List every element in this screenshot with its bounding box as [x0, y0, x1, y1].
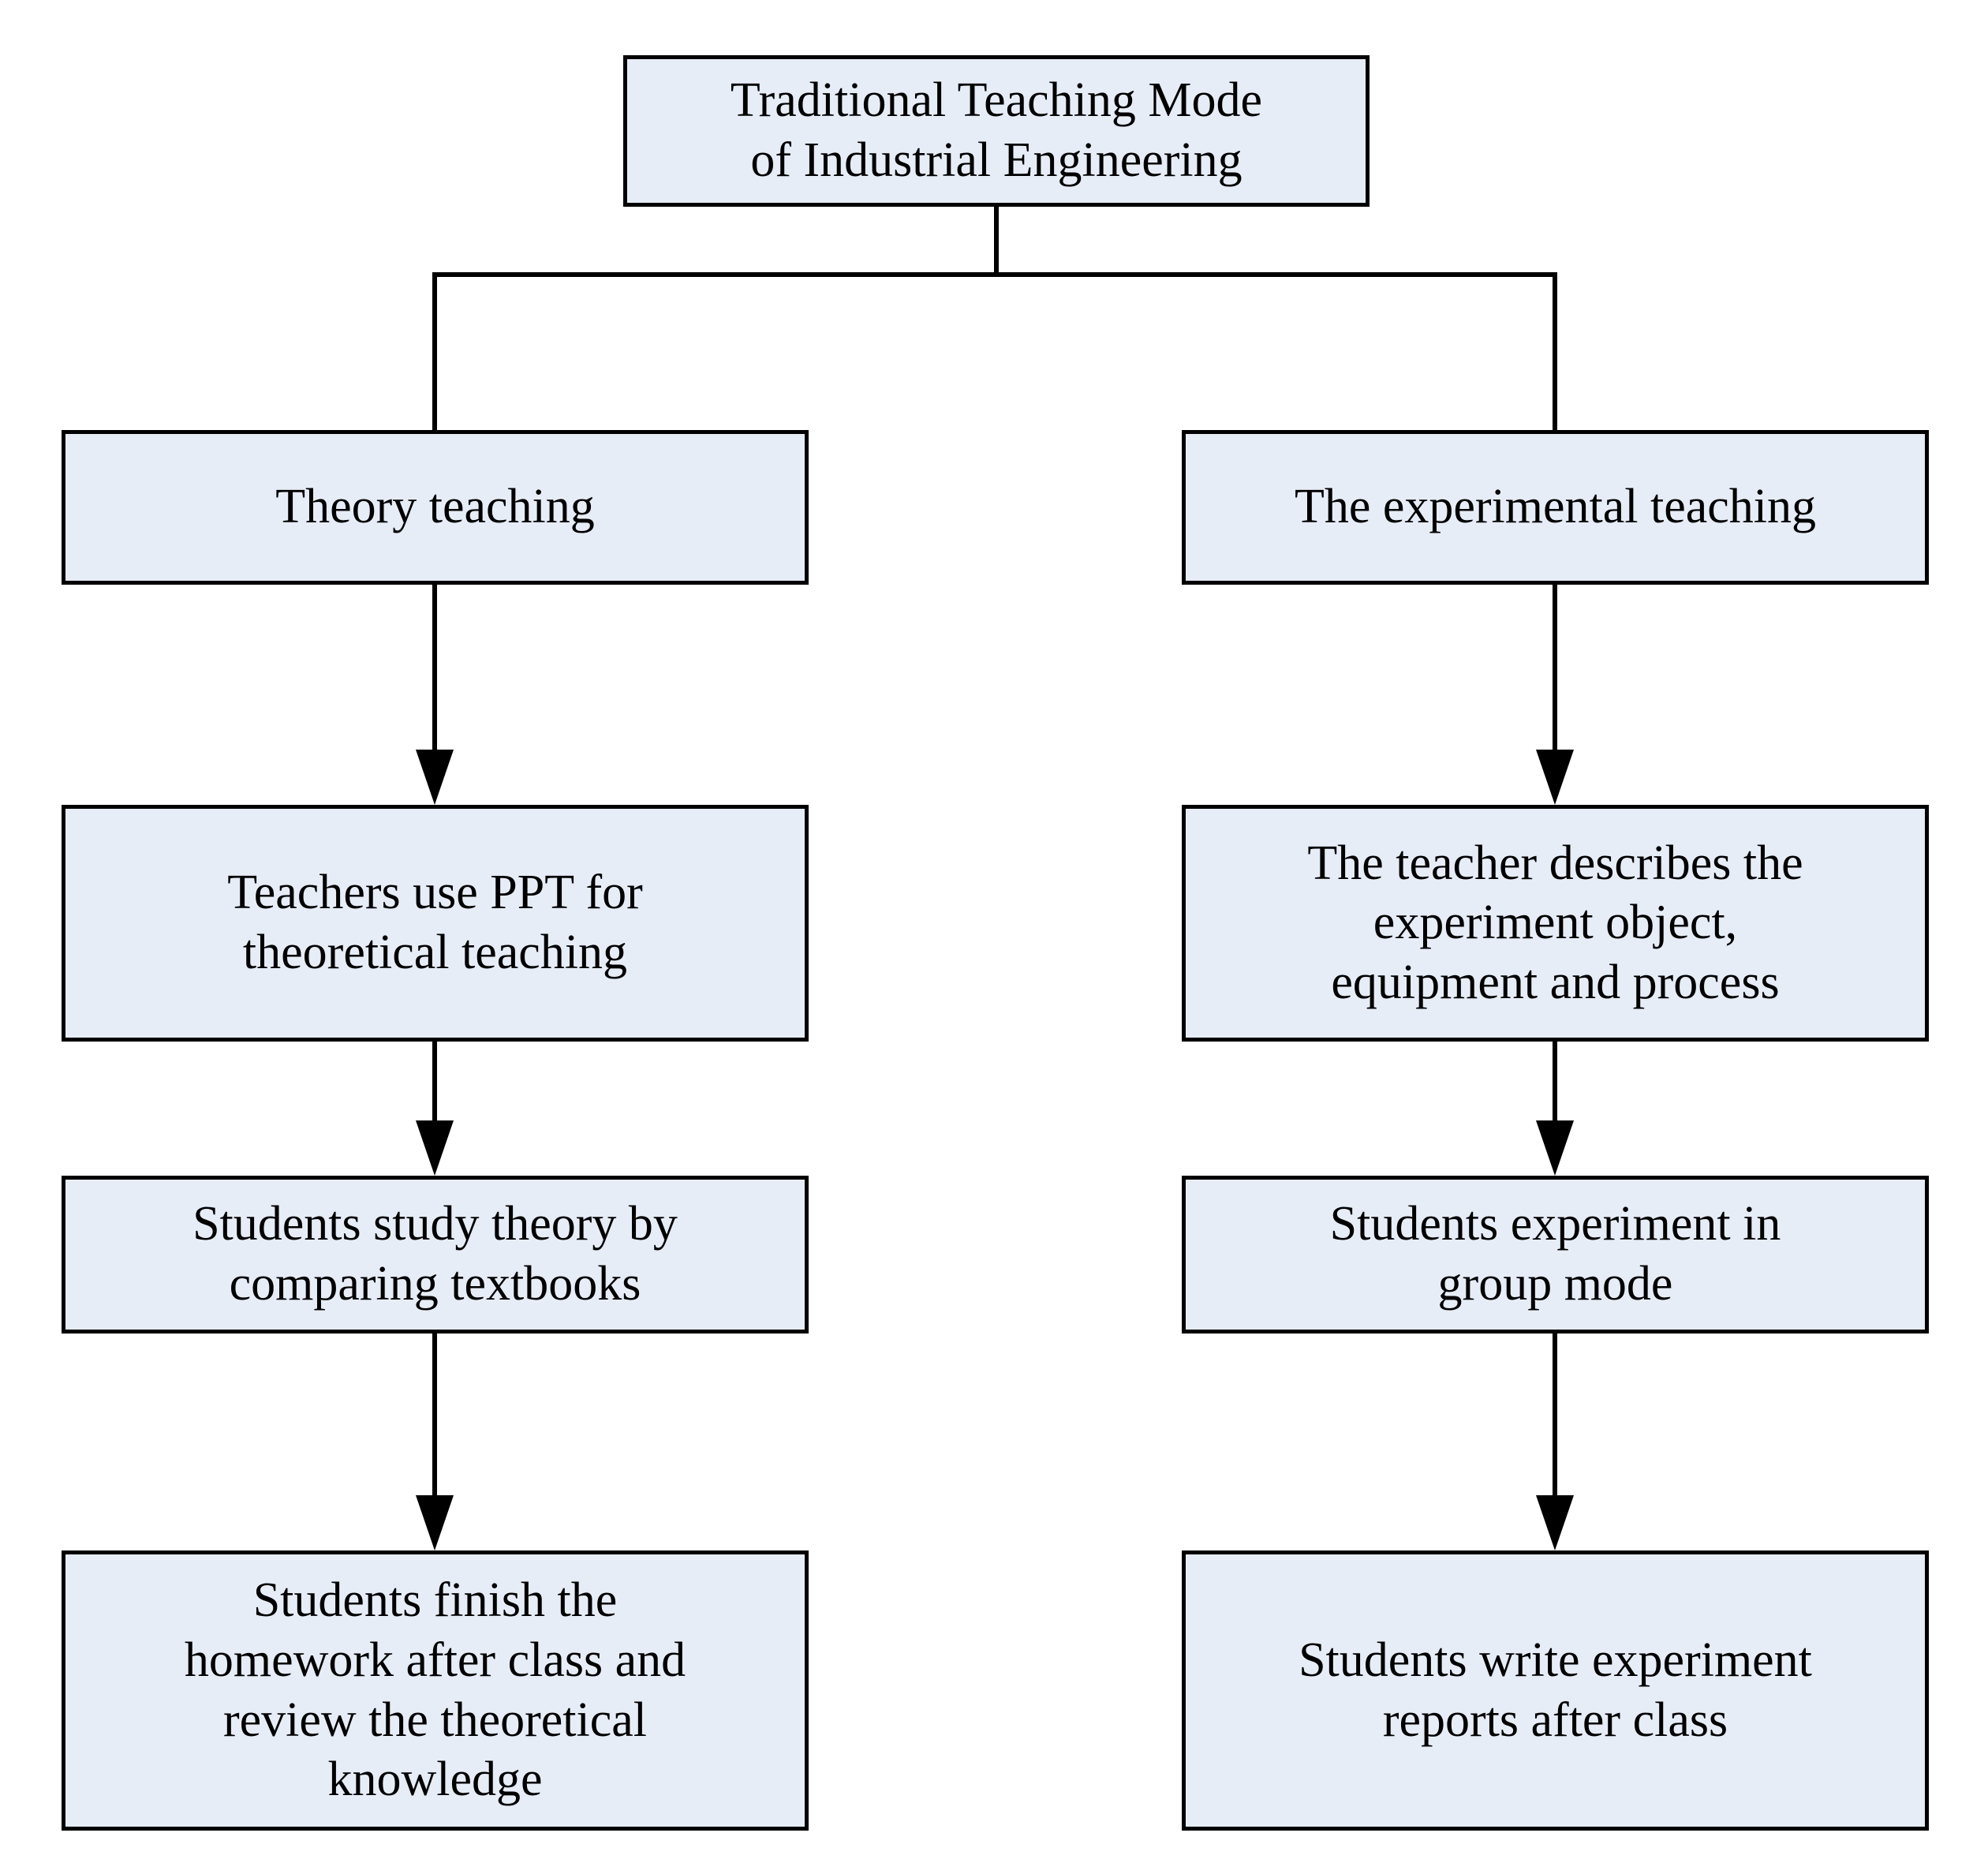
node-teacher-describes-experiment: The teacher describes the experiment obj…: [1182, 805, 1929, 1042]
node-experimental-teaching: The experimental teaching: [1182, 430, 1929, 585]
arrow-shaft: [1553, 1042, 1557, 1120]
arrow-ppt-to-textbooks: [413, 1042, 457, 1176]
node-theory-teaching: Theory teaching: [62, 430, 809, 585]
node-students-finish-homework: Students finish the homework after class…: [62, 1550, 809, 1831]
node-students-study-theory: Students study theory by comparing textb…: [62, 1176, 809, 1333]
arrow-describes-to-groupmode: [1533, 1042, 1577, 1176]
arrow-shaft: [432, 1333, 437, 1495]
connector-split-left-drop: [432, 272, 437, 432]
arrow-textbooks-to-homework: [413, 1333, 457, 1550]
arrowhead-down-icon: [1536, 750, 1574, 805]
arrow-theory-to-ppt: [413, 585, 457, 805]
node-teachers-use-ppt: Teachers use PPT for theoretical teachin…: [62, 805, 809, 1042]
arrow-shaft: [1553, 585, 1557, 750]
arrow-groupmode-to-reports: [1533, 1333, 1577, 1550]
connector-split-bus: [432, 272, 1557, 277]
node-traditional-teaching-mode: Traditional Teaching Mode of Industrial …: [623, 55, 1370, 207]
connector-split-right-drop: [1553, 272, 1557, 432]
arrow-experimental-to-describes: [1533, 585, 1577, 805]
arrowhead-down-icon: [1536, 1120, 1574, 1176]
arrow-shaft: [432, 1042, 437, 1120]
arrowhead-down-icon: [416, 1120, 454, 1176]
node-students-experiment-group-mode: Students experiment in group mode: [1182, 1176, 1929, 1333]
arrow-shaft: [432, 585, 437, 750]
arrowhead-down-icon: [416, 1495, 454, 1550]
arrowhead-down-icon: [1536, 1495, 1574, 1550]
arrow-shaft: [1553, 1333, 1557, 1495]
connector-root-stem: [994, 207, 999, 277]
arrowhead-down-icon: [416, 750, 454, 805]
node-students-write-reports: Students write experiment reports after …: [1182, 1550, 1929, 1831]
